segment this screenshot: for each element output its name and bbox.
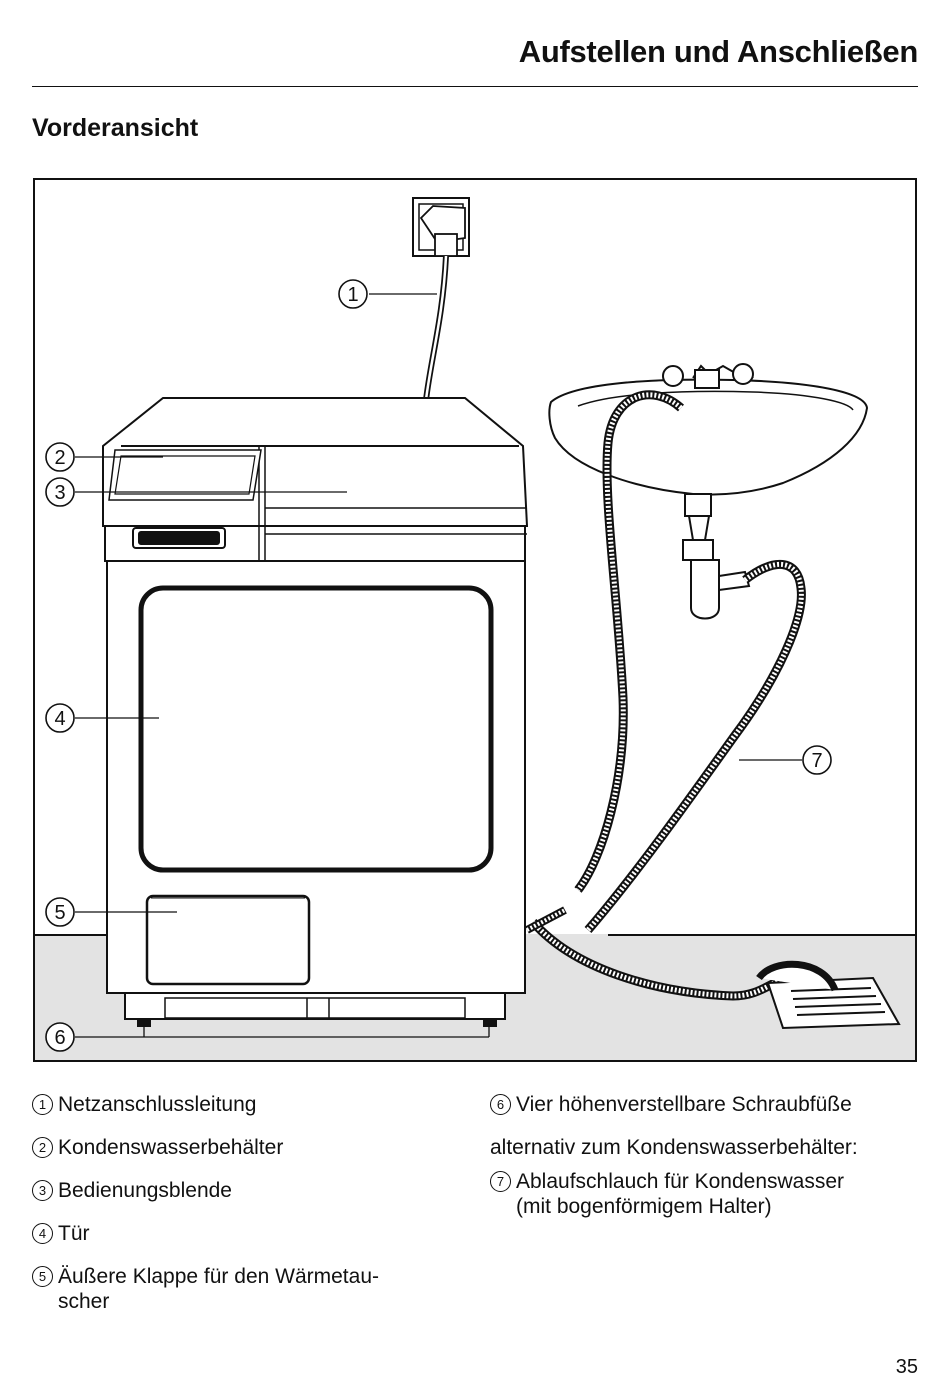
tumble-dryer: [102, 397, 529, 1020]
legend-number-1: 1: [32, 1094, 53, 1115]
legend-text-7-continued: (mit bogenförmigem Halter): [516, 1195, 772, 1218]
legend-number-7: 7: [490, 1171, 511, 1192]
legend-text-5: Äußere Klappe für den Wärmetau-: [58, 1265, 379, 1288]
callout-3: 3: [45, 477, 75, 507]
legend-text-1: Netzanschlussleitung: [58, 1093, 257, 1116]
wash-basin: [548, 363, 869, 620]
legend-text-4: Tür: [58, 1222, 90, 1245]
svg-text:5: 5: [54, 902, 65, 924]
page-number: 35: [895, 1356, 918, 1378]
callout-5: 5: [45, 897, 75, 927]
dryer-front-view-illustration: 1 2 3 4 5 6 7: [33, 178, 917, 1062]
legend-text-5-continued: scher: [58, 1290, 110, 1313]
svg-text:4: 4: [54, 708, 65, 730]
callout-6: 6: [45, 1022, 75, 1052]
legend-number-3: 3: [32, 1180, 53, 1201]
legend-number-4: 4: [32, 1223, 53, 1244]
legend-text-6: Vier höhenverstellbare Schraubfüße: [516, 1093, 852, 1116]
section-title: Vorderansicht: [32, 114, 199, 142]
legend-text-7: Ablaufschlauch für Kondenswasser: [516, 1170, 845, 1193]
svg-text:3: 3: [54, 482, 65, 504]
wall-socket: [412, 197, 470, 257]
page-header-title: Aufstellen und Anschließen: [518, 34, 919, 69]
legend-alternative-note: alternativ zum Kondenswasserbehälter:: [490, 1136, 858, 1159]
svg-text:2: 2: [54, 447, 65, 469]
floor-drain: [756, 960, 901, 1030]
svg-text:1: 1: [347, 284, 358, 306]
legend-text-3: Bedienungsblende: [58, 1179, 232, 1202]
legend-number-6: 6: [490, 1094, 511, 1115]
svg-text:6: 6: [54, 1027, 65, 1049]
legend-number-2: 2: [32, 1137, 53, 1158]
header-rule: [32, 86, 918, 87]
legend-number-5: 5: [32, 1266, 53, 1287]
svg-text:7: 7: [811, 750, 822, 772]
callout-2: 2: [45, 442, 75, 472]
callout-7: 7: [802, 745, 832, 775]
callout-1: 1: [338, 279, 368, 309]
legend-text-2: Kondenswasserbehälter: [58, 1136, 284, 1159]
callout-4: 4: [45, 703, 75, 733]
